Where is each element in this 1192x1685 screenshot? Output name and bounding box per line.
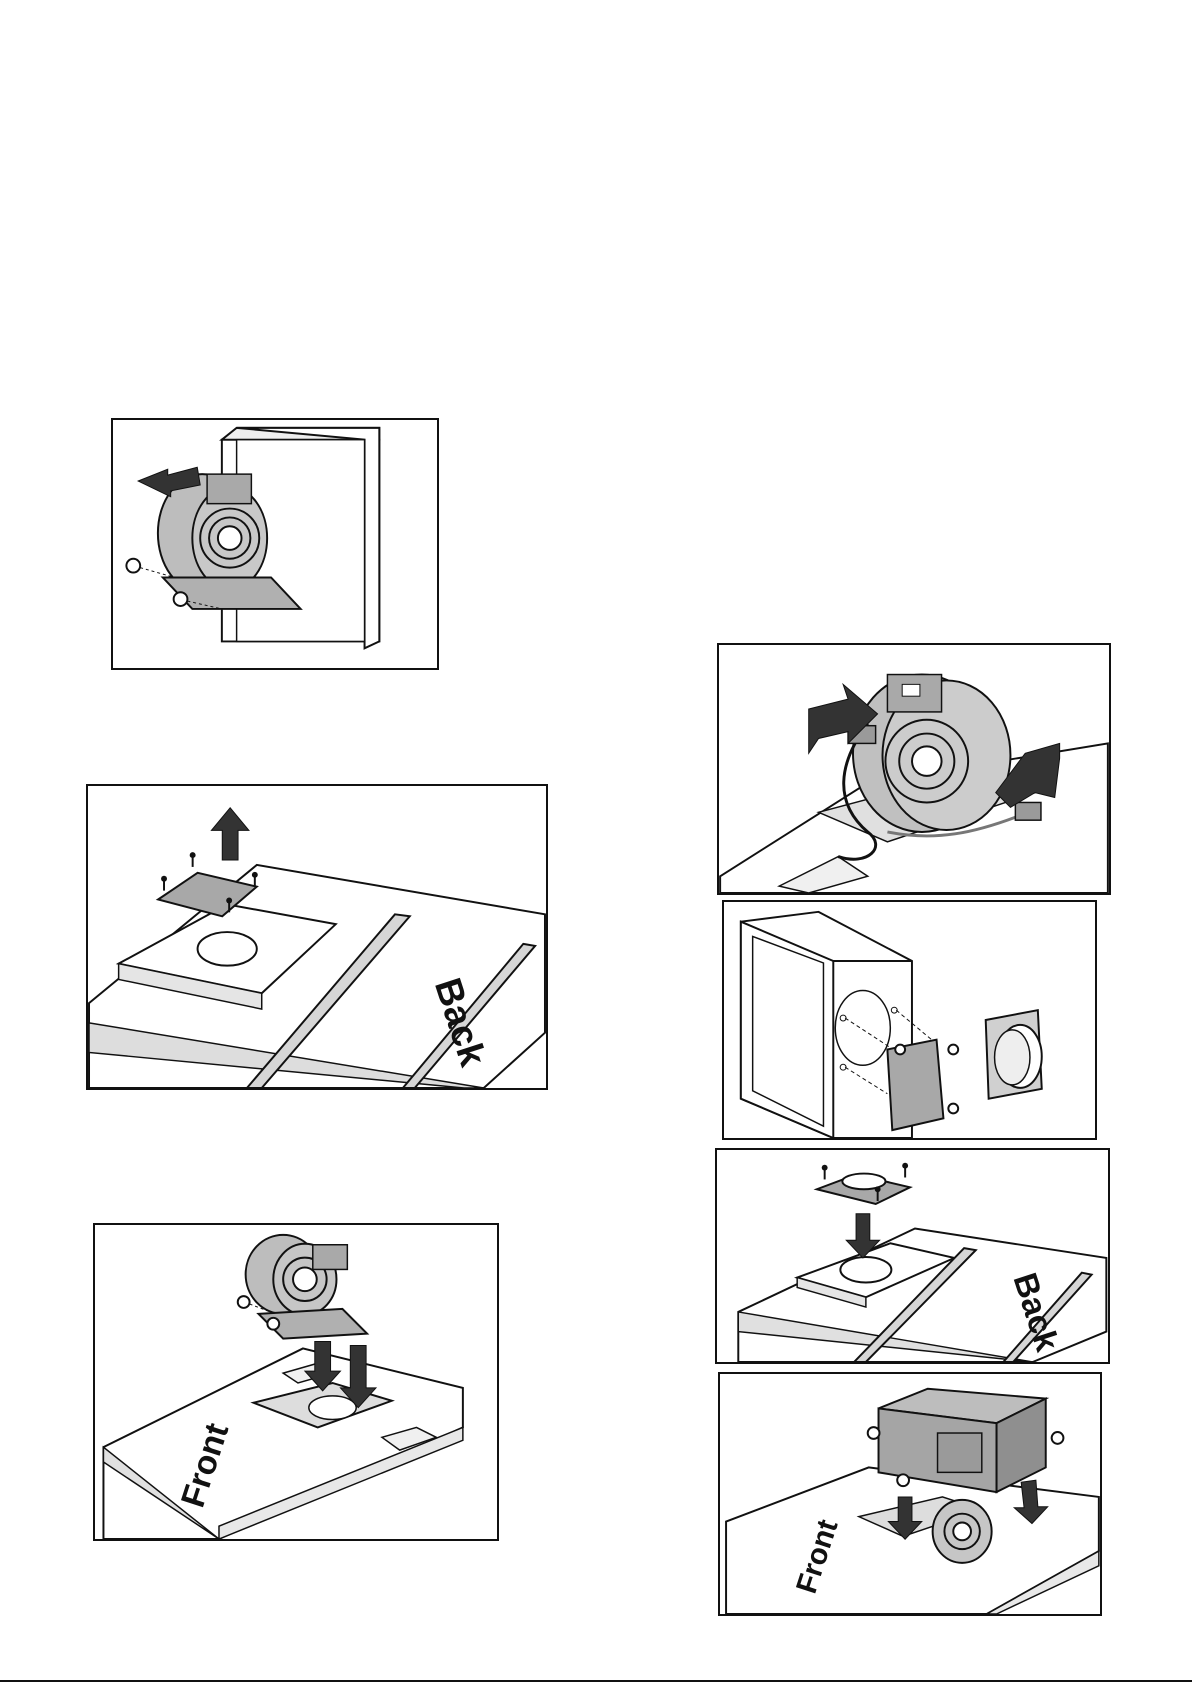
footer-rule xyxy=(0,1680,1192,1682)
collar-mounting-drawing: Back xyxy=(717,1150,1108,1362)
blower-insertion-drawing: Front xyxy=(95,1225,497,1539)
blower-removal-drawing xyxy=(113,420,437,668)
blower-wiring-drawing xyxy=(719,645,1109,893)
cover-box-drawing: Front xyxy=(720,1374,1100,1614)
figure-collar-mounting-back: Back xyxy=(715,1148,1110,1364)
figure-cover-plate-removal: Back xyxy=(86,784,548,1090)
box-plate-drawing xyxy=(724,902,1095,1138)
figure-cover-box-front: Front xyxy=(718,1372,1102,1616)
figure-blower-insertion-front: Front xyxy=(93,1223,499,1541)
figure-blower-removal xyxy=(111,418,439,670)
figure-blower-wiring xyxy=(717,643,1111,895)
figure-box-plate-collar xyxy=(722,900,1097,1140)
cover-plate-drawing: Back xyxy=(88,786,546,1088)
